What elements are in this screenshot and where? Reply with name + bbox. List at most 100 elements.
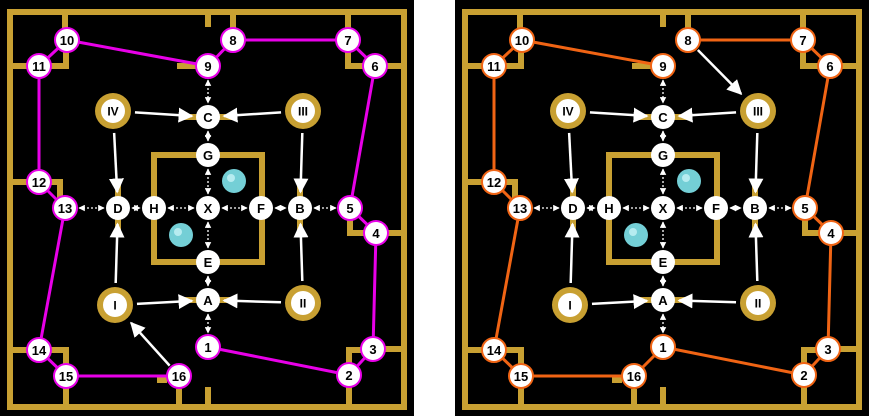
- node-B[interactable]: B: [743, 196, 767, 220]
- node-label-4: 4: [372, 226, 380, 241]
- node-label-A: A: [658, 293, 668, 308]
- arrow-II-A: [677, 293, 737, 309]
- node-C[interactable]: C: [651, 105, 675, 129]
- node-2[interactable]: 2: [336, 362, 362, 388]
- node-label-X: X: [204, 201, 213, 216]
- node-6[interactable]: 6: [362, 53, 388, 79]
- node-12[interactable]: 12: [481, 169, 507, 195]
- node-label-H: H: [604, 201, 613, 216]
- node-7[interactable]: 7: [790, 27, 816, 53]
- node-4[interactable]: 4: [363, 220, 389, 246]
- node-label-C: C: [658, 110, 668, 125]
- node-label-11: 11: [487, 59, 501, 74]
- node-label-9: 9: [204, 59, 211, 74]
- pearl-2: [169, 223, 193, 247]
- node-label-F: F: [257, 201, 265, 216]
- node-16[interactable]: 16: [621, 363, 647, 389]
- node-A[interactable]: A: [651, 288, 675, 312]
- route-path: [37, 38, 378, 378]
- node-label-E: E: [204, 255, 213, 270]
- node-label-6: 6: [371, 59, 378, 74]
- node-label-1: 1: [204, 340, 211, 355]
- node-B[interactable]: B: [288, 196, 312, 220]
- node-label-12: 12: [487, 175, 501, 190]
- node-X[interactable]: X: [196, 196, 220, 220]
- node-8[interactable]: 8: [675, 27, 701, 53]
- arrow-IV-C: [134, 107, 194, 123]
- node-14[interactable]: 14: [26, 337, 52, 363]
- roman-node-I[interactable]: I: [552, 287, 588, 323]
- roman-node-II[interactable]: II: [740, 285, 776, 321]
- node-3[interactable]: 3: [815, 336, 841, 362]
- node-A[interactable]: A: [196, 288, 220, 312]
- arrow-III-B: [293, 132, 309, 194]
- roman-node-IV[interactable]: IV: [550, 93, 586, 129]
- node-label-16: 16: [172, 369, 186, 384]
- node-label-16: 16: [627, 369, 641, 384]
- roman-node-III[interactable]: III: [740, 93, 776, 129]
- arrow-II-A: [222, 293, 282, 309]
- roman-node-I[interactable]: I: [97, 287, 133, 323]
- arrow-IV-C: [589, 107, 649, 123]
- node-label-G: G: [203, 148, 213, 163]
- node-F[interactable]: F: [249, 196, 273, 220]
- node-4[interactable]: 4: [818, 220, 844, 246]
- node-13[interactable]: 13: [52, 195, 78, 221]
- node-label-7: 7: [344, 33, 351, 48]
- roman-label-I: I: [113, 299, 116, 313]
- node-label-A: A: [203, 293, 213, 308]
- node-label-G: G: [658, 148, 668, 163]
- node-5[interactable]: 5: [792, 195, 818, 221]
- roman-label-III: III: [298, 105, 308, 119]
- node-6[interactable]: 6: [817, 53, 843, 79]
- node-E[interactable]: E: [196, 250, 220, 274]
- node-E[interactable]: E: [651, 250, 675, 274]
- node-X[interactable]: X: [651, 196, 675, 220]
- node-16[interactable]: 16: [166, 363, 192, 389]
- node-2[interactable]: 2: [791, 362, 817, 388]
- node-G[interactable]: G: [651, 143, 675, 167]
- node-label-8: 8: [229, 33, 236, 48]
- node-H[interactable]: H: [142, 196, 166, 220]
- node-14[interactable]: 14: [481, 337, 507, 363]
- node-D[interactable]: D: [561, 196, 585, 220]
- node-10[interactable]: 10: [54, 27, 80, 53]
- node-7[interactable]: 7: [335, 27, 361, 53]
- node-10[interactable]: 10: [509, 27, 535, 53]
- node-11[interactable]: 11: [26, 53, 52, 79]
- node-H[interactable]: H: [597, 196, 621, 220]
- roman-label-III: III: [753, 105, 763, 119]
- node-9[interactable]: 9: [650, 53, 676, 79]
- node-15[interactable]: 15: [53, 363, 79, 389]
- node-13[interactable]: 13: [507, 195, 533, 221]
- node-1[interactable]: 1: [650, 334, 676, 360]
- roman-node-III[interactable]: III: [285, 93, 321, 129]
- node-label-D: D: [113, 201, 122, 216]
- arrow-IV-D: [108, 132, 124, 194]
- node-8[interactable]: 8: [220, 27, 246, 53]
- node-label-H: H: [149, 201, 158, 216]
- node-F[interactable]: F: [704, 196, 728, 220]
- roman-node-IV[interactable]: IV: [95, 93, 131, 129]
- arrow-II-B: [293, 222, 309, 282]
- arrow-III-C: [677, 107, 737, 123]
- node-G[interactable]: G: [196, 143, 220, 167]
- arrow-IV-D: [563, 132, 579, 194]
- pearl-highlight: [174, 228, 182, 236]
- node-11[interactable]: 11: [481, 53, 507, 79]
- roman-node-II[interactable]: II: [285, 285, 321, 321]
- node-1[interactable]: 1: [195, 334, 221, 360]
- node-label-11: 11: [32, 59, 46, 74]
- node-15[interactable]: 15: [508, 363, 534, 389]
- pearl-1: [677, 169, 701, 193]
- node-label-E: E: [659, 255, 668, 270]
- node-12[interactable]: 12: [26, 169, 52, 195]
- node-C[interactable]: C: [196, 105, 220, 129]
- node-9[interactable]: 9: [195, 53, 221, 79]
- node-label-8: 8: [684, 33, 691, 48]
- node-3[interactable]: 3: [360, 336, 386, 362]
- node-5[interactable]: 5: [337, 195, 363, 221]
- node-D[interactable]: D: [106, 196, 130, 220]
- node-label-F: F: [712, 201, 720, 216]
